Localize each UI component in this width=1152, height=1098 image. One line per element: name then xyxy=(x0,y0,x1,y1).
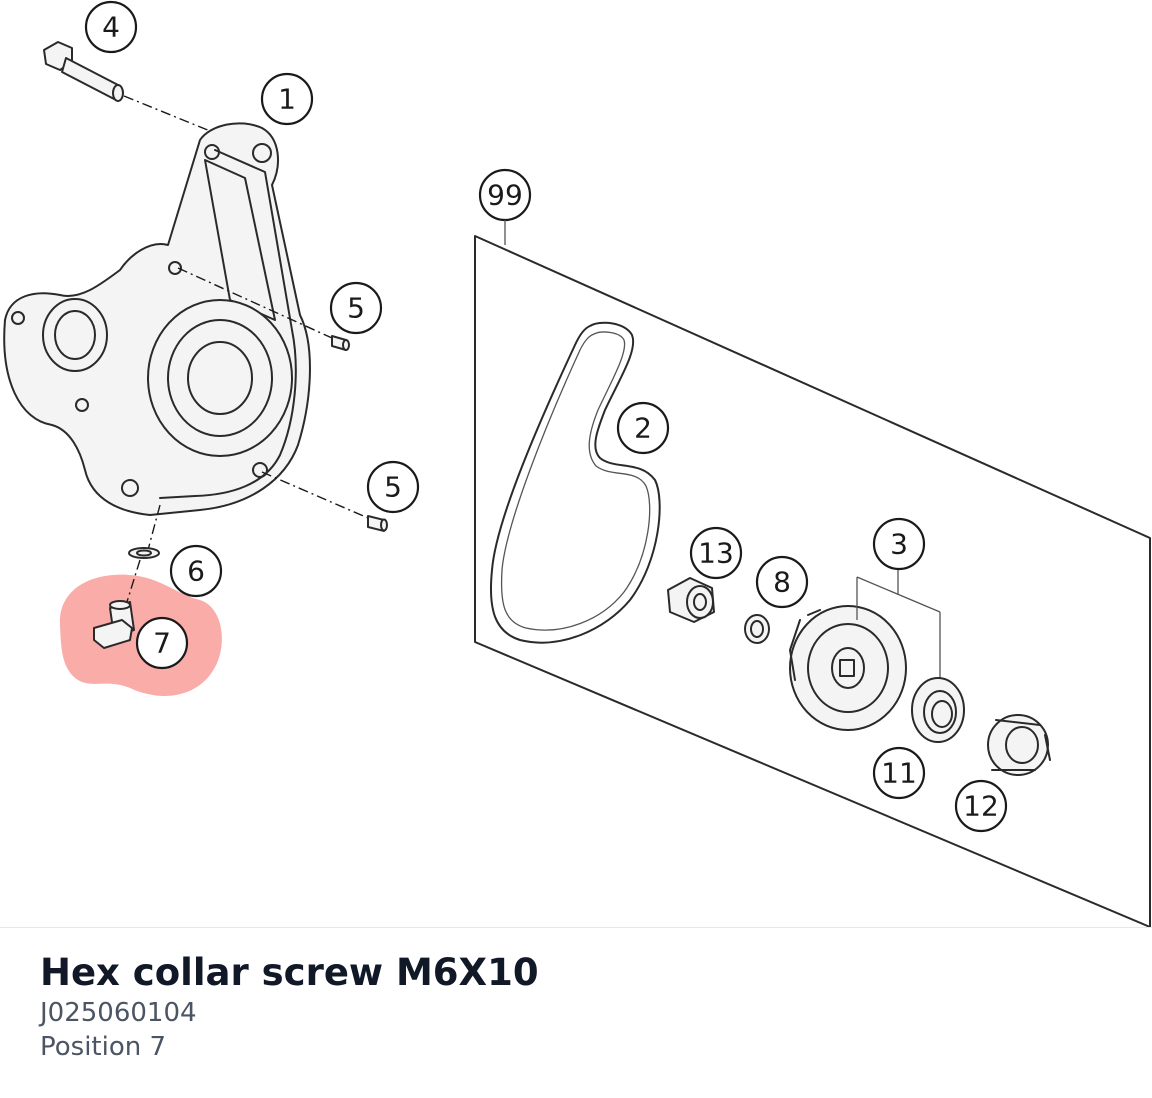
callout-5a[interactable]: 5 xyxy=(329,281,383,335)
part-number: J025060104 xyxy=(40,998,197,1028)
callout-3[interactable]: 3 xyxy=(872,517,926,571)
diagram-canvas: 1 2 3 4 5 5 6 7 xyxy=(3,0,1151,928)
impeller-part-3[interactable] xyxy=(789,560,941,731)
svg-text:99: 99 xyxy=(487,179,523,212)
assembly-frame-part-99 xyxy=(474,235,1151,928)
svg-text:12: 12 xyxy=(963,790,999,823)
part-title: Hex collar screw M6X10 xyxy=(40,951,539,994)
svg-text:4: 4 xyxy=(102,11,120,44)
pump-housing-part-1[interactable] xyxy=(3,122,369,551)
svg-text:8: 8 xyxy=(773,566,791,599)
callout-12[interactable]: 12 xyxy=(954,779,1008,833)
part-position: Position 7 xyxy=(40,1032,167,1062)
callout-11[interactable]: 11 xyxy=(872,746,926,800)
svg-text:5: 5 xyxy=(384,471,402,504)
svg-text:5: 5 xyxy=(347,292,365,325)
part-info-panel: Hex collar screw M6X10 J025060104 Positi… xyxy=(40,950,1120,1064)
belt-part-2[interactable] xyxy=(489,321,661,644)
svg-text:1: 1 xyxy=(278,83,296,116)
callout-2[interactable]: 2 xyxy=(616,401,670,455)
mechanical-seal-part-12[interactable] xyxy=(987,714,1051,776)
svg-text:6: 6 xyxy=(187,555,205,588)
callout-1[interactable]: 1 xyxy=(260,72,314,126)
svg-text:3: 3 xyxy=(890,528,908,561)
shaft-seal-part-11[interactable] xyxy=(911,677,965,743)
washer-part-6[interactable] xyxy=(125,547,160,606)
callout-7[interactable]: 7 xyxy=(135,616,189,670)
svg-text:7: 7 xyxy=(153,627,171,660)
callout-13[interactable]: 13 xyxy=(689,526,743,580)
callout-8[interactable]: 8 xyxy=(755,555,809,609)
dowel-pin-part-5a[interactable] xyxy=(331,335,350,351)
callout-99[interactable]: 99 xyxy=(478,168,532,222)
callout-5b[interactable]: 5 xyxy=(366,460,420,514)
bolt-part-4[interactable] xyxy=(43,41,216,134)
svg-text:13: 13 xyxy=(698,537,734,570)
exploded-parts-diagram: 1 2 3 4 5 5 6 7 xyxy=(3,0,1151,928)
nut-part-13[interactable] xyxy=(667,577,715,623)
hex-collar-screw-part-7[interactable] xyxy=(93,600,135,649)
seal-ring-part-8[interactable] xyxy=(744,614,770,644)
section-divider xyxy=(0,927,1152,928)
svg-text:2: 2 xyxy=(634,412,652,445)
svg-text:11: 11 xyxy=(881,757,917,790)
callout-6[interactable]: 6 xyxy=(169,544,223,598)
callout-4[interactable]: 4 xyxy=(84,0,138,54)
dowel-pin-part-5b[interactable] xyxy=(367,515,388,532)
